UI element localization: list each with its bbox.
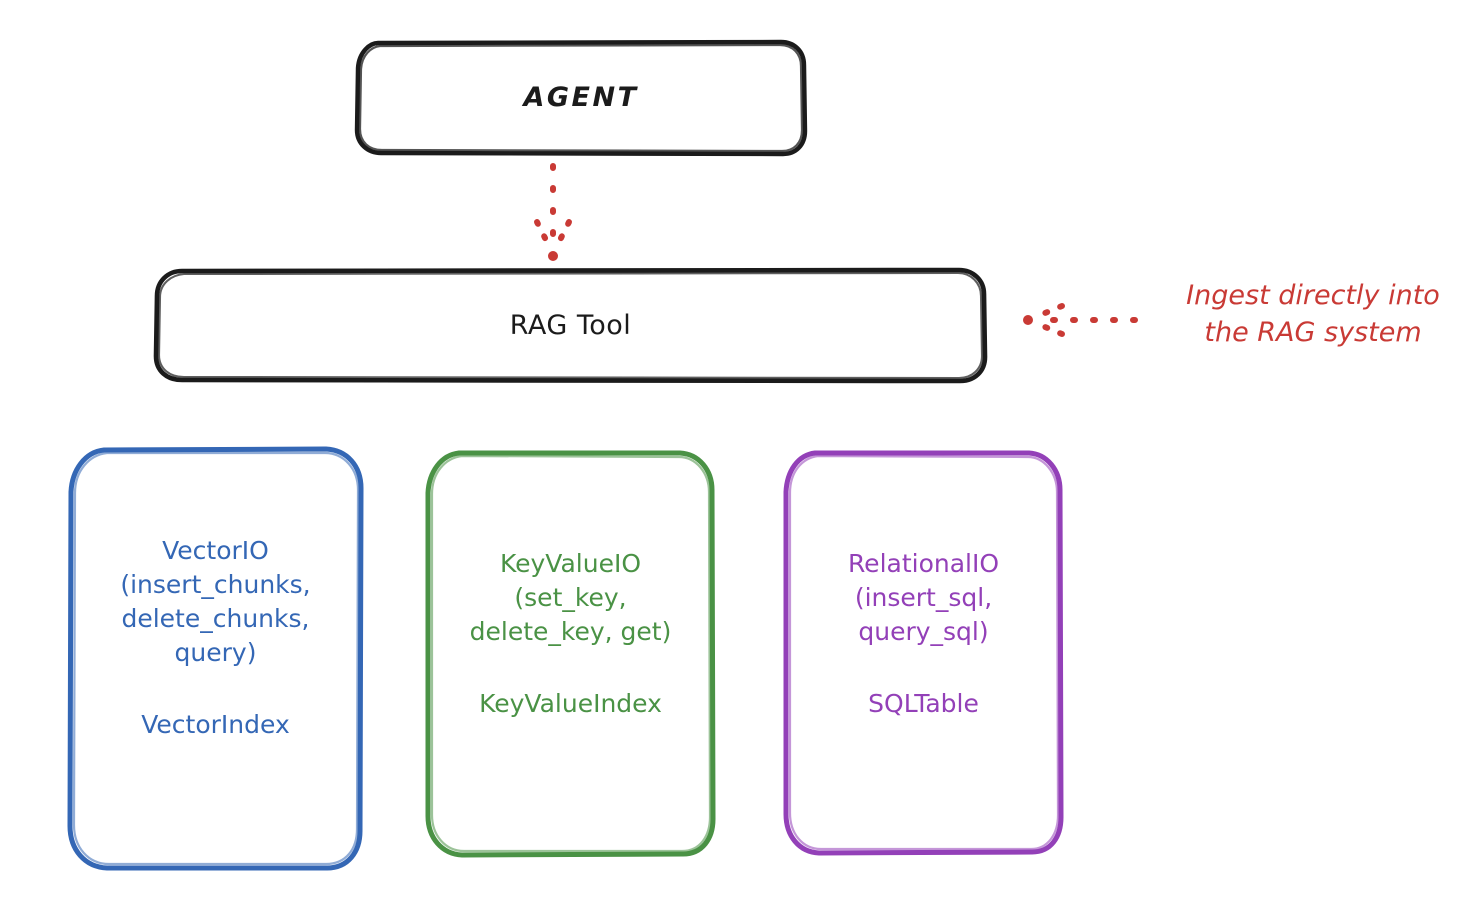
node-rag-tool[interactable]: RAG Tool bbox=[156, 270, 985, 381]
vector-io-primary-label: VectorIO (insert_chunks, delete_chunks, … bbox=[120, 536, 311, 667]
ingest-to-rag-arrow bbox=[1023, 303, 1138, 337]
key-value-io-secondary-label: KeyValueIndex bbox=[479, 689, 662, 718]
vector-io-box-outline bbox=[67, 446, 364, 871]
relational-io-secondary-label: SQLTable bbox=[868, 689, 979, 718]
key-value-io-box-outline bbox=[425, 450, 716, 858]
key-value-io-primary-label: KeyValueIO (set_key, delete_key, get) bbox=[469, 549, 672, 646]
relational-io-primary-label: RelationalIO (insert_sql, query_sql) bbox=[847, 549, 1000, 646]
agent-box-outline bbox=[354, 39, 808, 157]
rag-tool-label: RAG Tool bbox=[509, 309, 632, 341]
node-vector-io[interactable]: VectorIO (insert_chunks, delete_chunks, … bbox=[70, 448, 361, 869]
vector-io-secondary-label: VectorIndex bbox=[141, 710, 290, 739]
node-key-value-io[interactable]: KeyValueIO (set_key, delete_key, get) Ke… bbox=[428, 452, 713, 855]
ingest-to-rag-connector[interactable] bbox=[1020, 298, 1145, 342]
relational-io-box-outline bbox=[783, 450, 1064, 856]
agent-to-rag-connector[interactable] bbox=[520, 160, 590, 268]
node-agent[interactable]: AGENT bbox=[357, 42, 805, 154]
rag-tool-box-outline bbox=[153, 267, 988, 384]
node-relational-io[interactable]: RelationalIO (insert_sql, query_sql) SQL… bbox=[786, 452, 1061, 853]
agent-to-rag-arrow bbox=[534, 163, 572, 261]
agent-label: AGENT bbox=[523, 82, 639, 114]
ingest-annotation: Ingest directly into the RAG system bbox=[1186, 280, 1440, 349]
